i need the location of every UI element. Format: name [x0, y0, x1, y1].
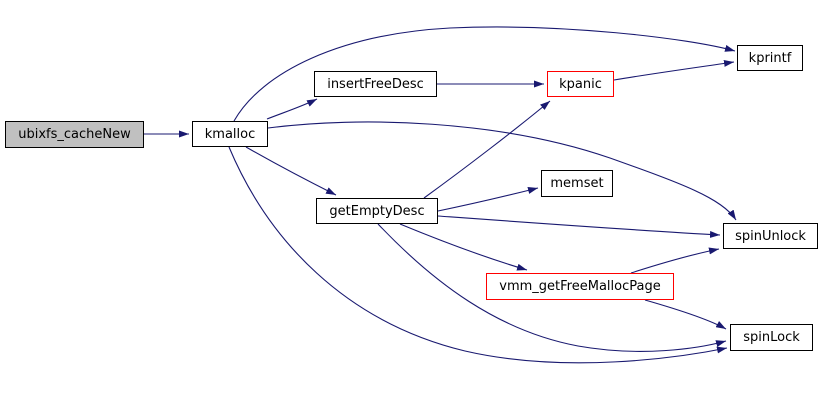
node-ubixfs_cacheNew: ubixfs_cacheNew: [5, 121, 144, 148]
node-spinUnlock[interactable]: spinUnlock: [723, 223, 818, 249]
edge-getEmptyDesc-to-spinLock: [377, 223, 727, 352]
node-kmalloc[interactable]: kmalloc: [192, 121, 268, 147]
node-kpanic[interactable]: kpanic: [547, 71, 614, 97]
edge-kmalloc-to-kprintf: [233, 26, 736, 122]
node-spinLock[interactable]: spinLock: [730, 324, 813, 351]
edge-vmm_getFreeMallocPage-to-spinUnlock: [630, 247, 720, 274]
edge-group: [144, 26, 737, 364]
edge-getEmptyDesc-to-memset: [437, 187, 539, 212]
edge-kpanic-to-kprintf: [613, 59, 735, 81]
edge-kmalloc-to-spinLock: [228, 146, 728, 364]
edge-kmalloc-to-insertFreeDesc: [266, 98, 318, 120]
node-vmm_getFreeMallocPage[interactable]: vmm_getFreeMallocPage: [486, 273, 674, 300]
node-getEmptyDesc[interactable]: getEmptyDesc: [316, 198, 438, 224]
node-memset[interactable]: memset: [541, 170, 613, 197]
edge-kmalloc-to-getEmptyDesc: [245, 146, 337, 196]
node-insertFreeDesc[interactable]: insertFreeDesc: [314, 71, 437, 97]
node-kprintf[interactable]: kprintf: [737, 45, 803, 71]
edge-getEmptyDesc-to-spinUnlock: [437, 215, 721, 238]
edge-getEmptyDesc-to-vmm_getFreeMallocPage: [399, 223, 528, 271]
edge-kmalloc-to-spinUnlock: [267, 121, 737, 221]
edge-getEmptyDesc-to-kpanic: [423, 100, 551, 199]
edge-vmm_getFreeMallocPage-to-spinLock: [644, 299, 727, 330]
